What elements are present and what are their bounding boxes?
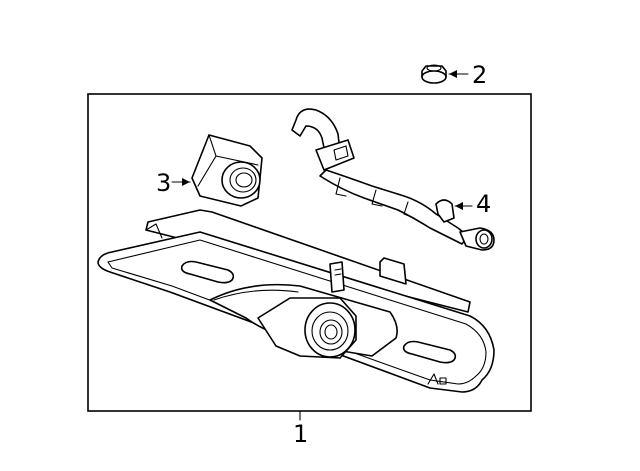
camera-module-part[interactable]	[191, 134, 263, 207]
assembly-frame	[87, 93, 532, 412]
callout-2-label: 2	[472, 61, 487, 89]
callout-4-leader	[454, 202, 473, 210]
callout-3-leader	[171, 178, 191, 186]
callout-4-label: 4	[476, 190, 491, 218]
callout-2-leader	[448, 70, 469, 78]
callout-3-label: 3	[156, 169, 171, 197]
wiring-harness-part[interactable]	[291, 108, 495, 251]
nut-part[interactable]	[421, 64, 447, 84]
lamp-housing-part[interactable]	[97, 209, 495, 393]
callout-1-label: 1	[293, 420, 308, 448]
